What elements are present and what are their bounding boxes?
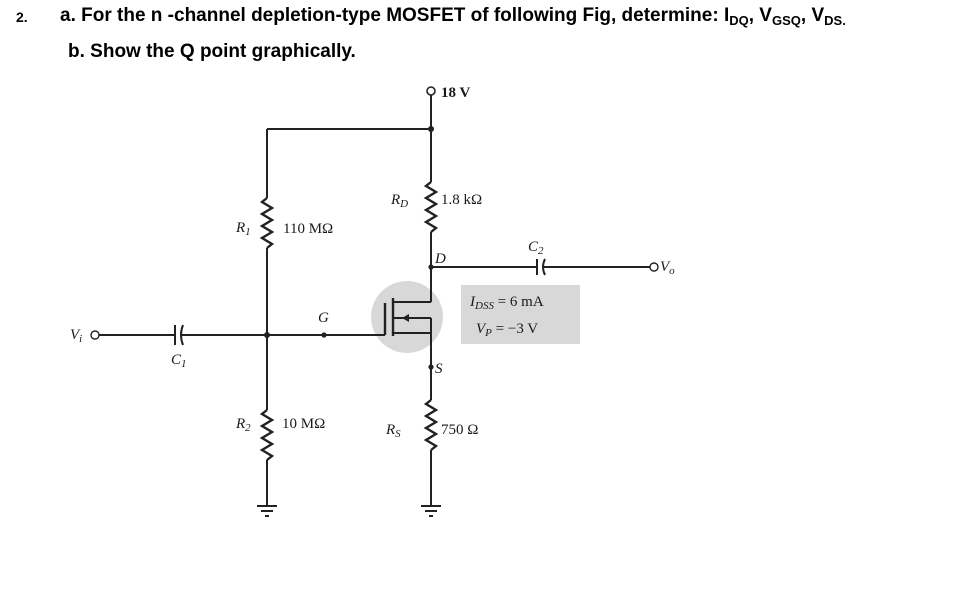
- vgsq-symbol: V: [759, 5, 772, 26]
- rs-resistor: [423, 399, 439, 451]
- parameter-box: [461, 285, 580, 344]
- r1-subscript: 1: [245, 226, 251, 238]
- c1-subscript: 1: [181, 358, 187, 370]
- rs-symbol: R: [385, 422, 395, 438]
- input-terminal: [90, 330, 100, 340]
- r2-subscript: 2: [245, 422, 251, 434]
- vgsq-subscript: GSQ: [771, 13, 801, 28]
- vds-symbol: V: [811, 5, 825, 26]
- rd-value: 1.8 kΩ: [441, 192, 482, 208]
- input-label: Vi: [70, 327, 82, 345]
- output-symbol: V: [660, 259, 671, 275]
- c1-label: C1: [171, 352, 187, 370]
- r1-value: 110 MΩ: [283, 221, 333, 237]
- drain-label: D: [434, 251, 446, 267]
- r2-label: R2: [235, 416, 251, 434]
- output-label: Vo: [660, 259, 675, 277]
- r2-ground-icon: [257, 505, 277, 517]
- question-number: 2.: [16, 9, 28, 25]
- top-junction: [428, 126, 434, 132]
- r1-symbol: R: [235, 220, 245, 236]
- gate-node-junction: [264, 332, 270, 338]
- gate-label: G: [318, 310, 329, 326]
- mosfet-substrate-arrow: [402, 314, 409, 322]
- source-label: S: [435, 361, 443, 377]
- input-symbol: V: [70, 327, 81, 343]
- supply-terminal: [426, 86, 436, 96]
- idq-subscript: DQ: [729, 13, 749, 28]
- r2-value: 10 MΩ: [282, 416, 325, 432]
- idss-subscript: DSS: [474, 300, 494, 312]
- c2-symbol: C: [528, 239, 539, 255]
- rs-label: RS: [385, 422, 401, 440]
- idss-symbol: I: [469, 294, 476, 310]
- question-part-b: b. Show the Q point graphically.: [68, 41, 356, 62]
- rd-resistor: [423, 181, 439, 233]
- r1-label: R1: [235, 220, 251, 238]
- r2-symbol: R: [235, 416, 245, 432]
- supply-label: 18 V: [441, 85, 470, 101]
- vp-symbol: V: [476, 321, 487, 337]
- source-terminal-dot: [428, 364, 434, 370]
- rs-subscript: S: [395, 428, 401, 440]
- vp-subscript: P: [484, 327, 492, 339]
- idss-value: = 6 mA: [494, 294, 544, 310]
- output-terminal: [649, 262, 659, 272]
- rs-value: 750 Ω: [441, 422, 478, 438]
- output-subscript: o: [669, 265, 675, 277]
- rd-label: RD: [390, 192, 408, 210]
- vds-subscript: DS.: [824, 13, 846, 28]
- separator-1: ,: [748, 5, 760, 26]
- part-a-text: a. For the n -channel depletion-type MOS…: [60, 5, 724, 26]
- c2-label: C2: [528, 239, 544, 257]
- c1-symbol: C: [171, 352, 182, 368]
- idss-label: IDSS = 6 mA: [469, 294, 544, 312]
- vp-label: VP = −3 V: [476, 321, 538, 339]
- rs-ground-icon: [421, 505, 441, 517]
- separator-2: ,: [800, 5, 812, 26]
- r2-resistor: [259, 409, 275, 461]
- question-part-a: a. For the n -channel depletion-type MOS…: [60, 5, 846, 27]
- rd-subscript: D: [399, 198, 408, 210]
- input-subscript: i: [79, 333, 82, 345]
- c2-subscript: 2: [538, 245, 544, 257]
- idq-symbol: I: [723, 5, 730, 26]
- rd-symbol: R: [390, 192, 400, 208]
- r1-resistor: [259, 197, 275, 249]
- vp-value: = −3 V: [492, 321, 538, 337]
